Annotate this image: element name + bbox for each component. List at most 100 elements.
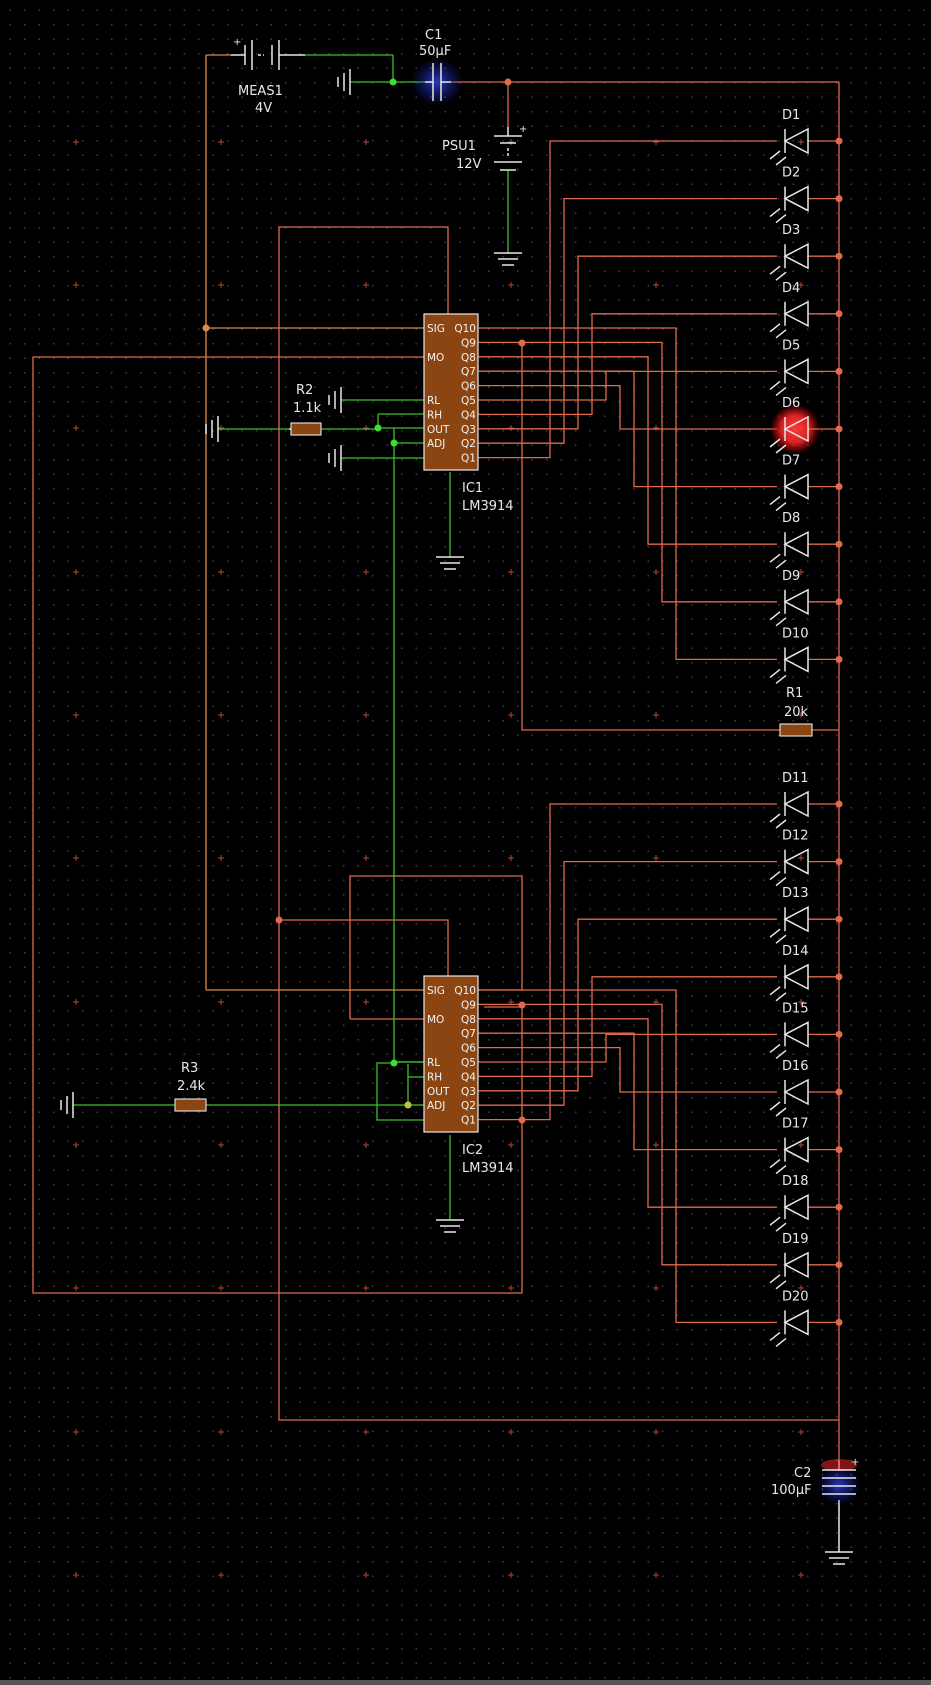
ic1-pin-sig: SIG — [427, 323, 445, 335]
ic1-pin-q10: Q10 — [454, 323, 476, 335]
led-d18[interactable]: D18 — [769, 1174, 843, 1232]
ic1-pin-mo: MO — [427, 352, 444, 364]
led-d1[interactable]: D1 — [769, 108, 843, 166]
ic2-pin-q3: Q3 — [461, 1086, 476, 1098]
led-label: D20 — [782, 1289, 809, 1304]
led-d4[interactable]: D4 — [769, 281, 843, 339]
r1-resistor[interactable]: R1 20k — [779, 686, 813, 737]
ic1-pin-q2: Q2 — [461, 438, 476, 450]
led-label: D6 — [782, 396, 800, 411]
ic2-pin-adj: ADJ — [427, 1100, 445, 1112]
led-label: D2 — [782, 166, 800, 181]
ic2-pin-rl: RL — [427, 1057, 440, 1069]
led-d17[interactable]: D17 — [769, 1117, 843, 1175]
led-d9[interactable]: D9 — [769, 569, 843, 627]
led-d5[interactable]: D5 — [769, 338, 843, 396]
led-label: D13 — [782, 886, 809, 901]
ic1-chip[interactable]: SIGMORLRHOUTADJQ10Q9Q8Q7Q6Q5Q4Q3Q2Q1IC1L… — [423, 313, 514, 514]
led-d11[interactable]: D11 — [769, 771, 843, 829]
led-d20[interactable]: D20 — [769, 1289, 843, 1347]
ground-icon — [60, 1092, 74, 1118]
ic2-part: LM3914 — [462, 1161, 514, 1176]
led-d13[interactable]: D13 — [769, 886, 843, 944]
ic1-name: IC1 — [462, 481, 483, 496]
ic2-pin-out: OUT — [427, 1086, 450, 1098]
led-label: D11 — [782, 771, 809, 786]
meas1-value: 4V — [255, 101, 272, 116]
ic2-pin-q1: Q1 — [461, 1115, 476, 1127]
psu1-value: 12V — [456, 157, 482, 172]
ground-icon — [825, 1551, 853, 1565]
ic1-pin-q5: Q5 — [461, 395, 476, 407]
led-d19[interactable]: D19 — [769, 1232, 843, 1290]
led-d16[interactable]: D16 — [769, 1059, 843, 1117]
led-label: D1 — [782, 108, 800, 123]
c1-value: 50µF — [419, 44, 451, 59]
led-label: D3 — [782, 223, 800, 238]
svg-text:+: + — [519, 124, 527, 135]
led-label: D15 — [782, 1001, 809, 1016]
ic2-pin-q5: Q5 — [461, 1057, 476, 1069]
ic2-pin-q9: Q9 — [461, 999, 476, 1011]
c2-value: 100µF — [771, 1483, 812, 1498]
led-label: D7 — [782, 454, 800, 469]
led-d7[interactable]: D7 — [769, 454, 843, 512]
wires — [478, 140, 777, 1324]
led-group: D1D2D3D4D5D6D7D8D9D10D11D12D13D14D15D16D… — [769, 108, 843, 1347]
r2-resistor[interactable]: R2 1.1k — [289, 383, 322, 436]
c2-capacitor[interactable]: + C2 100µF — [771, 1457, 861, 1505]
ic-group: SIGMORLRHOUTADJQ10Q9Q8Q7Q6Q5Q4Q3Q2Q1IC1L… — [423, 313, 514, 1176]
ic1-pin-q1: Q1 — [461, 453, 476, 465]
led-d14[interactable]: D14 — [769, 944, 843, 1002]
ground-icon — [328, 387, 342, 413]
ic1-pin-q4: Q4 — [461, 409, 476, 421]
ic2-name: IC2 — [462, 1143, 483, 1158]
ic2-pin-q4: Q4 — [461, 1071, 476, 1083]
led-d6[interactable]: D6 — [769, 396, 843, 454]
led-label: D16 — [782, 1059, 809, 1074]
led-d10[interactable]: D10 — [769, 626, 843, 684]
led-label: D5 — [782, 338, 800, 353]
ground-icon — [436, 556, 464, 570]
ground-icon — [494, 252, 522, 266]
ic1-pin-q7: Q7 — [461, 366, 476, 378]
led-d3[interactable]: D3 — [769, 223, 843, 281]
ic2-pin-rh: RH — [427, 1071, 442, 1083]
meas1-name: MEAS1 — [238, 84, 283, 99]
psu1-name: PSU1 — [442, 139, 476, 154]
ic2-pin-q7: Q7 — [461, 1028, 476, 1040]
ic2-pin-q2: Q2 — [461, 1100, 476, 1112]
led-label: D17 — [782, 1117, 809, 1132]
led-label: D9 — [782, 569, 800, 584]
led-d8[interactable]: D8 — [769, 511, 843, 569]
junctions — [202, 78, 526, 1124]
led-d12[interactable]: D12 — [769, 829, 843, 887]
psu1-supply[interactable]: + PSU1 12V — [442, 124, 527, 172]
led-label: D14 — [782, 944, 809, 959]
led-label: D10 — [782, 626, 809, 641]
led-d2[interactable]: D2 — [769, 166, 843, 224]
ic2-pin-mo: MO — [427, 1014, 444, 1026]
led-label: D8 — [782, 511, 800, 526]
svg-text:+: + — [233, 37, 241, 48]
status-bar — [0, 1680, 931, 1685]
ic2-pin-q8: Q8 — [461, 1014, 476, 1026]
c1-capacitor[interactable]: C1 50µF — [411, 28, 463, 106]
r2-name: R2 — [296, 383, 313, 398]
meas1-battery[interactable]: + MEAS1 4V — [231, 37, 305, 116]
c2-name: C2 — [794, 1466, 811, 1481]
ic2-pin-q6: Q6 — [461, 1043, 476, 1055]
led-label: D19 — [782, 1232, 809, 1247]
r3-value: 2.4k — [177, 1079, 206, 1094]
r2-value: 1.1k — [293, 401, 322, 416]
ground-icon — [328, 445, 342, 471]
led-label: D18 — [782, 1174, 809, 1189]
led-d15[interactable]: D15 — [769, 1001, 843, 1059]
r3-resistor[interactable]: R3 2.4k — [174, 1061, 207, 1112]
svg-text:+: + — [851, 1457, 859, 1468]
ic2-chip[interactable]: SIGMORLRHOUTADJQ10Q9Q8Q7Q6Q5Q4Q3Q2Q1IC2L… — [423, 975, 514, 1176]
r1-value: 20k — [784, 705, 809, 720]
ic1-pin-q3: Q3 — [461, 424, 476, 436]
